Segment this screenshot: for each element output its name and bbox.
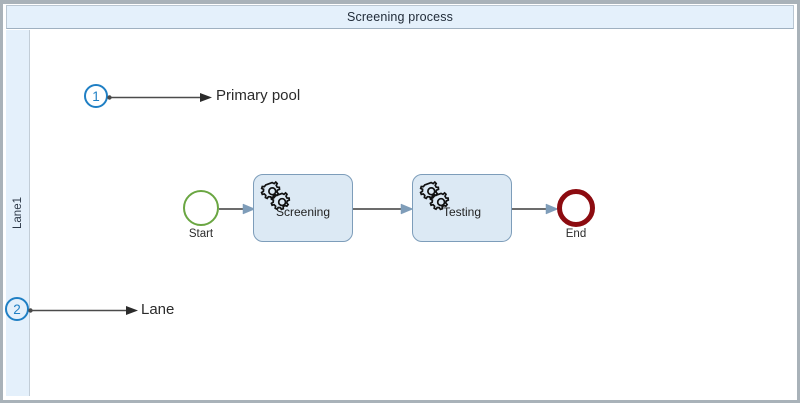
callout-marker-2-number: 2 xyxy=(13,301,21,317)
bpmn-task-testing-label: Testing xyxy=(442,205,482,219)
bpmn-start-event-label: Start xyxy=(188,228,214,240)
callout-label-primary-pool: Primary pool xyxy=(216,87,301,104)
bpmn-start-event[interactable] xyxy=(183,190,219,226)
callout-arrow-icon xyxy=(107,93,212,102)
callout-marker-1-number: 1 xyxy=(92,88,100,104)
lane-header-strip[interactable]: Lane1 xyxy=(6,30,30,396)
bpmn-end-event[interactable] xyxy=(557,189,595,227)
gears-icon xyxy=(419,179,455,215)
bpmn-end-event-label: End xyxy=(565,228,587,240)
callout-marker-1: 1 xyxy=(84,84,108,108)
sequence-flow-screening-to-testing[interactable] xyxy=(353,202,414,215)
lane-name-label: Lane1 xyxy=(11,197,24,229)
gears-icon xyxy=(260,179,296,215)
arrow-icon xyxy=(219,203,256,215)
bpmn-task-screening[interactable]: Screening xyxy=(253,174,353,242)
arrow-icon xyxy=(353,203,414,215)
bpmn-task-testing[interactable]: Testing xyxy=(412,174,512,242)
callout-leader-2 xyxy=(28,303,138,315)
callout-label-lane: Lane xyxy=(141,301,175,318)
callout-leader-1 xyxy=(107,90,212,102)
callout-marker-2: 2 xyxy=(5,297,29,321)
sequence-flow-start-to-screening[interactable] xyxy=(219,202,256,215)
bpmn-task-screening-label: Screening xyxy=(275,205,331,219)
arrow-icon xyxy=(512,203,559,215)
page-title: Screening process xyxy=(346,10,454,24)
sequence-flow-testing-to-end[interactable] xyxy=(512,202,559,215)
callout-arrow-icon xyxy=(28,306,138,315)
pool-title-bar[interactable]: Screening process xyxy=(6,5,794,29)
